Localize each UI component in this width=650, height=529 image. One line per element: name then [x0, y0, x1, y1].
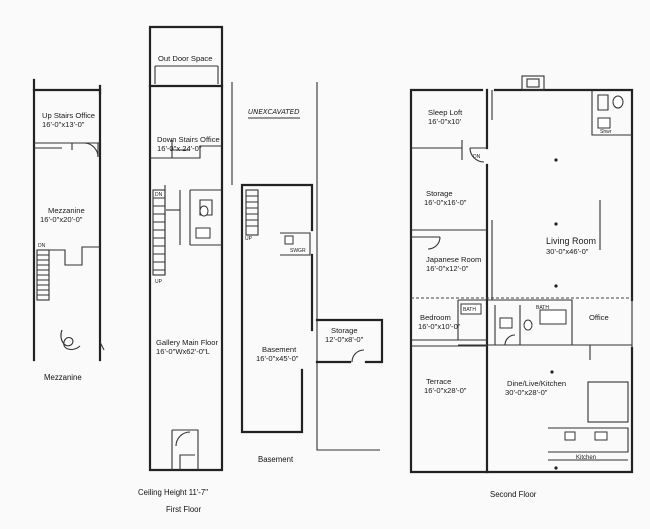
room-size-living-room: 30'-0"x46'-0" — [546, 247, 589, 256]
room-name-sleep-loft: Sleep Loft — [428, 108, 463, 117]
first-floor-plan: Out Door Space Down Stairs Office 16'-0"… — [138, 25, 224, 514]
bath-label-1: BATH — [463, 307, 476, 313]
room-size-japanese-room: 16'-0"x12'-0" — [426, 264, 469, 273]
room-name-down-stairs-office: Down Stairs Office — [157, 135, 220, 144]
basement-stairs — [245, 189, 259, 236]
room-size-gallery-main-floor: 16'-0"Wx62'-0"L — [156, 347, 210, 356]
room-name-terrace: Terrace — [426, 377, 451, 386]
room-name-gallery-main-floor: Gallery Main Floor — [156, 338, 219, 347]
room-size-storage: 16'-0"x16'-0" — [424, 198, 467, 207]
room-name-living-room: Living Room — [546, 236, 596, 246]
room-size-mezzanine: 16'-0"x20'-0" — [40, 215, 83, 224]
room-size-sleep-loft: 16'-0"x10' — [428, 117, 462, 126]
room-name-kitchen: Kitchen — [576, 455, 596, 461]
mezzanine-dn-label: DN — [38, 243, 46, 249]
mezzanine-stairs — [36, 249, 50, 301]
caption-mezzanine: Mezzanine — [44, 373, 82, 382]
first-floor-entry — [171, 429, 199, 470]
second-floor-plan: Sleep Loft 16'-0"x10' Storage 16'-0"x16'… — [409, 75, 634, 499]
second-floor-dn-label: DN — [473, 154, 481, 160]
basement-swgr-label: SWGR — [290, 248, 306, 254]
signature-mark — [60, 329, 105, 351]
unexcavated-label: UNEXCAVATED — [248, 108, 300, 116]
caption-basement: Basement — [258, 455, 294, 464]
room-name-basement: Basement — [262, 345, 297, 354]
room-name-office: Office — [589, 313, 609, 322]
room-size-down-stairs-office: 16'-0"x 24'-0" — [157, 144, 202, 153]
second-floor-kitchen — [548, 381, 629, 461]
room-size-dine-live-kitchen: 30'-0"x28'-0" — [505, 388, 548, 397]
room-name-japanese-room: Japanese Room — [426, 255, 481, 264]
room-name-basement-storage: Storage — [331, 326, 358, 335]
caption-first-floor: First Floor — [166, 505, 201, 514]
room-size-bedroom: 16'-0"x10'-0" — [418, 322, 461, 331]
bath-label-2: BATH — [536, 305, 549, 311]
room-name-storage: Storage — [426, 189, 453, 198]
mezzanine-plan: Up Stairs Office 16'-0"x13'-0" Mezzanine… — [32, 78, 105, 382]
outdoor-space-label: Out Door Space — [158, 54, 212, 63]
shower-label: Shwr — [600, 129, 612, 135]
basement-up-label: UP — [245, 236, 253, 242]
second-floor-shower — [591, 90, 632, 136]
room-name-dine-live-kitchen: Dine/Live/Kitchen — [507, 379, 566, 388]
room-size-basement: 16'-0"x45'-0" — [256, 354, 299, 363]
caption-second-floor: Second Floor — [490, 490, 537, 499]
basement-storage — [315, 318, 384, 364]
basement-plan: UNEXCAVATED Basement 16'-0"x45'-0" Stora… — [231, 82, 384, 464]
first-floor-up-label: UP — [155, 279, 163, 285]
room-name-up-stairs-office: Up Stairs Office — [42, 111, 95, 120]
ceiling-height-label: Ceiling Height 11'-7" — [138, 488, 208, 497]
room-size-up-stairs-office: 16'-0"x13'-0" — [42, 120, 85, 129]
first-floor-stairs — [152, 185, 166, 276]
room-size-basement-storage: 12'-0"x8'-0" — [325, 335, 364, 344]
second-floor-baths — [457, 299, 573, 346]
room-name-bedroom: Bedroom — [420, 313, 451, 322]
first-floor-dn-label: DN — [155, 192, 163, 198]
room-size-terrace: 16'-0"x28'-0" — [424, 386, 467, 395]
first-floor-bathroom — [166, 189, 222, 246]
room-name-mezzanine: Mezzanine — [48, 206, 85, 215]
living-room-columns — [550, 158, 558, 470]
